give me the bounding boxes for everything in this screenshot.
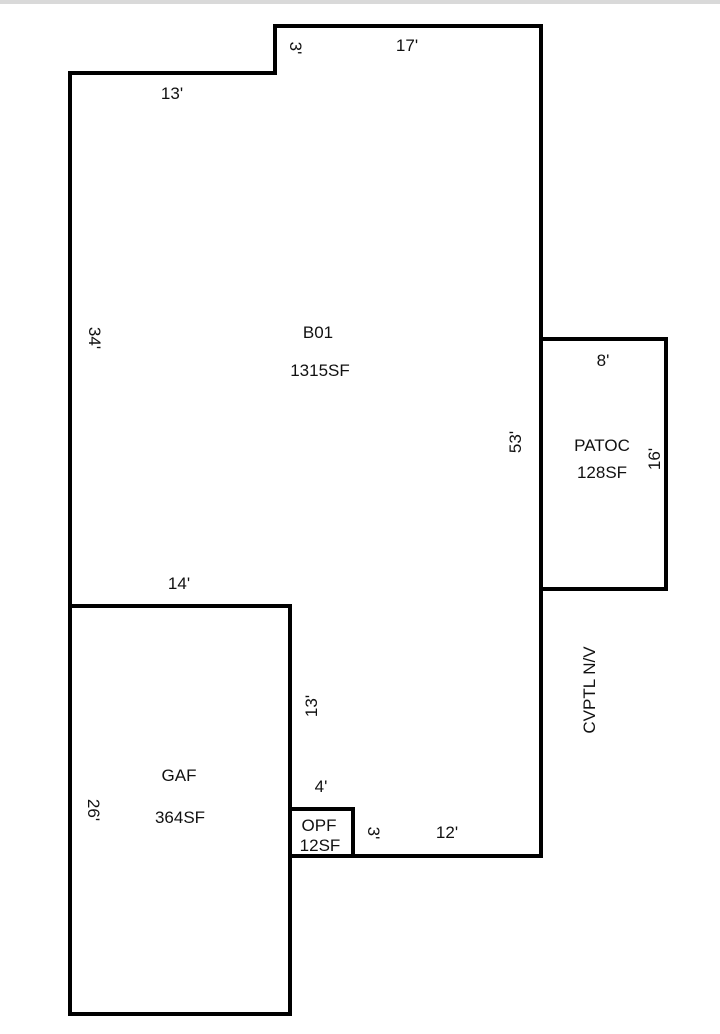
garage-area-size: 364SF [154,808,206,827]
dim-left-main: 34' [85,326,104,350]
dim-right-main: 53' [506,430,525,454]
main-area-size: 1315SF [290,361,350,380]
side-note: CVPTL N/V [580,646,599,734]
main-area-code: B01 [302,323,334,342]
garage-area-code: GAF [161,766,197,785]
patio-outline [541,337,668,591]
dim-bottom-right: 12' [435,823,459,842]
dim-garage-left: 26' [84,798,103,822]
porch-outline [288,807,355,858]
dim-garage-right: 13' [302,694,321,718]
dim-garage-top: 14' [167,574,191,593]
dim-patio-right: 16' [645,447,664,471]
porch-area-size: 12SF [299,836,341,855]
dim-top-step: 3' [286,41,305,55]
dim-patio-top: 8' [596,351,610,370]
porch-area-code: OPF [301,816,337,835]
dim-top-right: 17' [395,36,419,55]
dim-porch-top: 4' [314,777,328,796]
main-building-outline [68,24,543,858]
patio-area-size: 128SF [576,463,628,482]
patio-area-code: PATOC [574,436,630,455]
top-bar [0,0,720,4]
dim-porch-right: 3' [364,826,383,840]
dim-top-left: 13' [160,84,184,103]
